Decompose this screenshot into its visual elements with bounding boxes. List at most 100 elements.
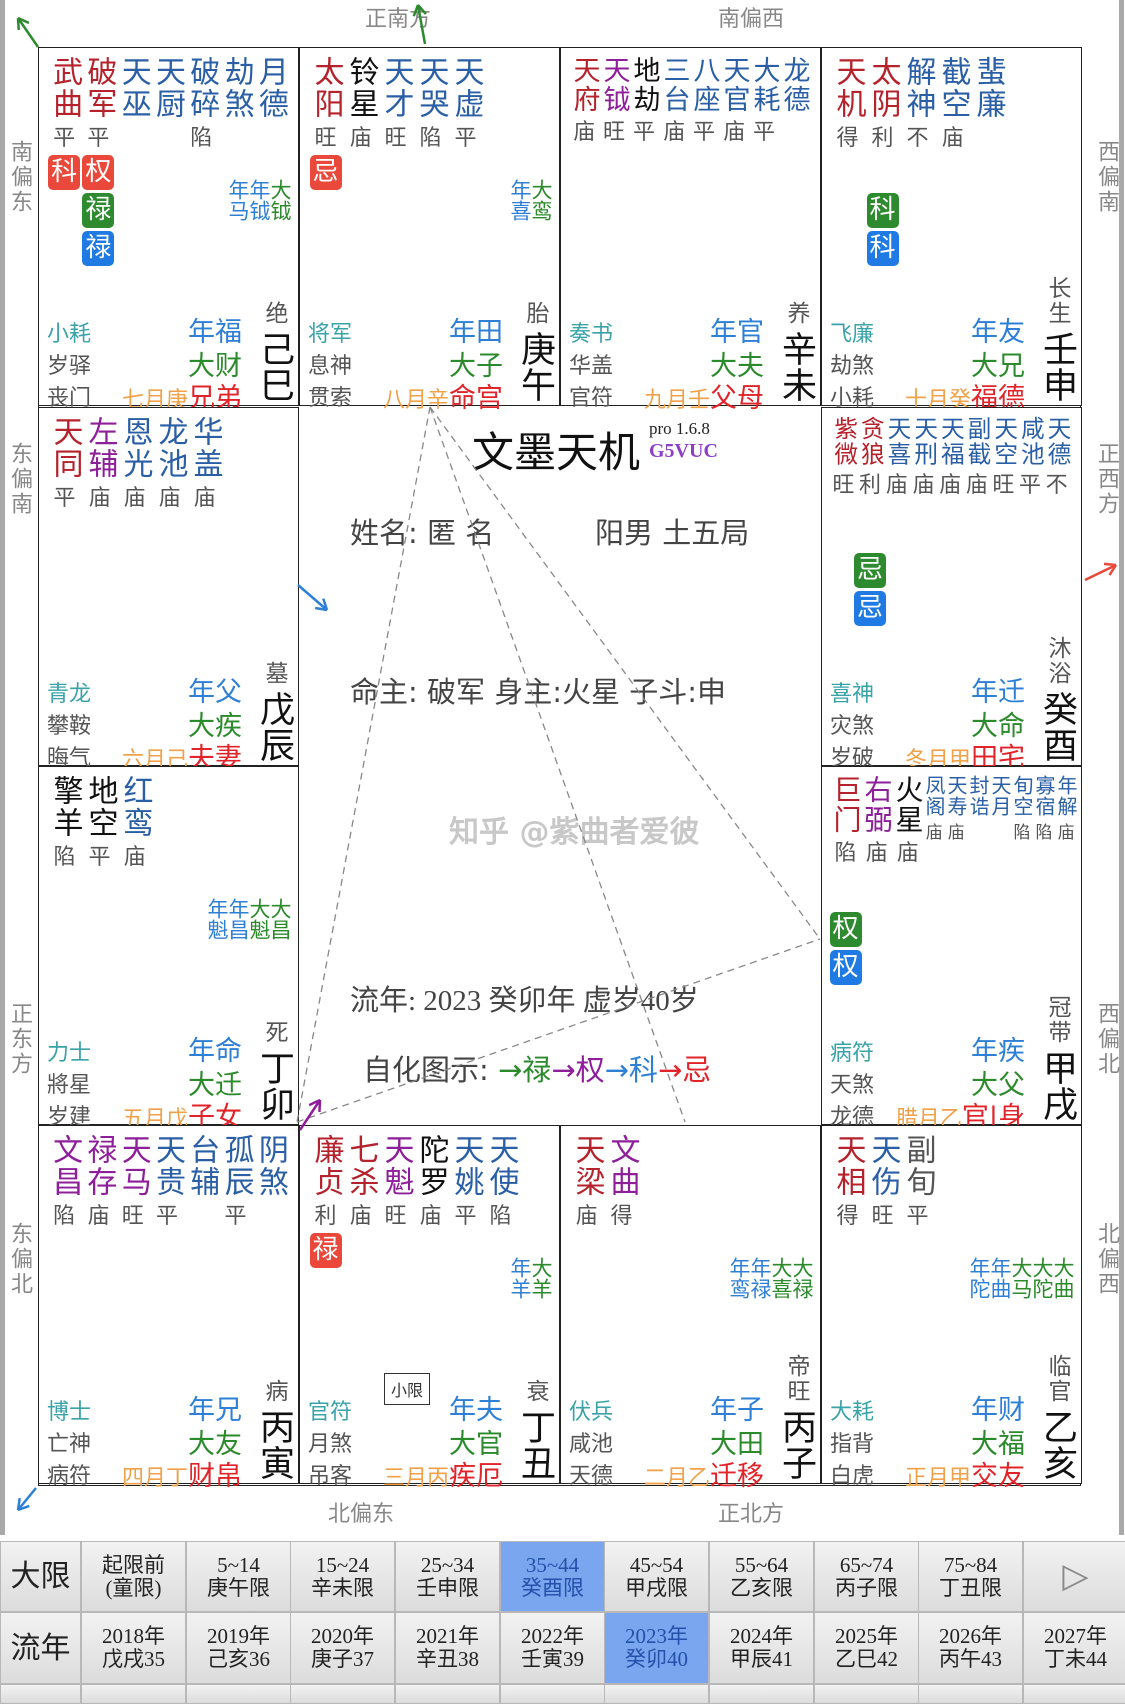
daxian-cell[interactable]: 起限前(童限) (81, 1541, 186, 1612)
star[interactable]: 天伤旺 (865, 1134, 901, 1230)
star[interactable]: 天德不 (1043, 416, 1071, 499)
liunian-cell[interactable]: 2020年庚子37 (290, 1612, 395, 1684)
star[interactable]: 天月 (988, 775, 1012, 843)
star[interactable]: 太阳旺 (308, 56, 344, 152)
next-row-cell[interactable] (0, 1684, 81, 1704)
palace-cell[interactable]: 天府庙天钺旺地劫平三台庙八座平天官庙大耗平龙德 奏书华盖官符年官大夫九月壬父母养… (560, 47, 821, 414)
next-row-cell[interactable] (604, 1684, 709, 1704)
palace-cell[interactable]: 天梁庙文曲得年鸾年禄大喜大禄伏兵咸池天德年子大田二月乙迁移帝旺丙子 (560, 1125, 821, 1492)
liunian-cell[interactable]: 2018年戊戌35 (81, 1612, 186, 1684)
star[interactable]: 华盖庙 (187, 416, 223, 512)
star[interactable]: 月德 (253, 56, 288, 152)
star[interactable]: 天虚平 (448, 56, 484, 152)
star[interactable]: 咸池平 (1017, 416, 1045, 499)
star[interactable]: 天魁旺 (378, 1134, 414, 1230)
star[interactable]: 禄存庙 (81, 1134, 116, 1230)
star[interactable]: 天刑庙 (910, 416, 938, 499)
next-row-cell[interactable] (709, 1684, 814, 1704)
star[interactable]: 旬空陷 (1010, 775, 1034, 843)
star[interactable]: 武曲平 (47, 56, 82, 152)
liunian-cell[interactable]: 2025年乙巳42 (814, 1612, 919, 1684)
next-row-cell[interactable] (918, 1684, 1023, 1704)
star[interactable]: 天寿庙 (944, 775, 968, 843)
next-row-cell[interactable] (814, 1684, 919, 1704)
liunian-cell[interactable]: 2019年己亥36 (186, 1612, 291, 1684)
next-row-cell[interactable] (290, 1684, 395, 1704)
star[interactable]: 台辅 (184, 1134, 219, 1230)
star[interactable]: 孤辰平 (218, 1134, 254, 1230)
palace-cell[interactable]: 文昌陷禄存庙天马旺天贵平台辅 孤辰平阴煞 博士亡神病符年兄大友四月丁财帛病丙寅 (38, 1125, 299, 1492)
star[interactable]: 天机得 (830, 56, 866, 152)
star[interactable]: 截空庙 (935, 56, 971, 152)
palace-cell[interactable]: 天相得天伤旺副旬平年陀年曲大马大陀大曲大耗指背白虎年财大福正月甲交友临官乙亥 (821, 1125, 1082, 1492)
star[interactable]: 年解庙 (1054, 775, 1078, 843)
liunian-cell[interactable]: 2027年丁未44 (1023, 1612, 1125, 1684)
star[interactable]: 贪狼利 (857, 416, 885, 499)
star[interactable]: 解神不 (900, 56, 936, 152)
star[interactable]: 蜚廉 (970, 56, 1006, 152)
star[interactable]: 天空旺 (990, 416, 1018, 499)
star[interactable]: 火星庙 (892, 775, 925, 867)
star[interactable]: 破碎陷 (184, 56, 219, 152)
star[interactable]: 封诰 (966, 775, 990, 843)
next-row-cell[interactable] (395, 1684, 500, 1704)
next-row-cell[interactable] (186, 1684, 291, 1704)
star[interactable]: 紫微旺 (830, 416, 858, 499)
palace-cell[interactable]: 天机得太阴利科科解神不截空庙蜚廉 飞廉劫煞小耗年友大兄十月癸福德长生壬申 (821, 47, 1082, 414)
star[interactable]: 天使陷 (483, 1134, 519, 1230)
star[interactable]: 天贵平 (150, 1134, 185, 1230)
star[interactable]: 文曲得 (604, 1134, 640, 1230)
star[interactable]: 天钺旺 (599, 56, 630, 146)
star[interactable]: 破军平 (81, 56, 116, 152)
star[interactable]: 天相得 (830, 1134, 866, 1230)
palace-cell[interactable]: 廉贞利禄七杀庙天魁旺陀罗庙天姚平天使陷年羊大羊小限官符月煞吊客年夫大官三月丙疾厄… (299, 1125, 560, 1492)
star[interactable]: 凤阁庙 (922, 775, 946, 843)
star[interactable]: 天厨 (150, 56, 185, 152)
star[interactable]: 左辅庙 (82, 416, 118, 512)
star[interactable]: 八座平 (689, 56, 720, 146)
palace-cell[interactable]: 紫微旺贪狼利忌忌天喜庙天刑庙天福庙副截庙天空旺咸池平天德不喜神灾煞岁破年迁大命冬… (821, 407, 1082, 774)
star[interactable]: 地空平 (82, 775, 118, 871)
star[interactable]: 大耗平 (749, 56, 780, 146)
star[interactable]: 恩光庙 (117, 416, 153, 512)
star[interactable]: 天官庙 (719, 56, 750, 146)
liunian-cell[interactable]: 2023年癸卯40 (604, 1612, 709, 1684)
star[interactable]: 天梁庙 (569, 1134, 605, 1230)
star[interactable]: 副截庙 (963, 416, 991, 499)
next-row-cell[interactable] (1023, 1684, 1125, 1704)
star[interactable]: 红鸾庙 (117, 775, 153, 871)
star[interactable]: 天喜庙 (883, 416, 911, 499)
star[interactable]: 天才旺 (378, 56, 414, 152)
star[interactable]: 副旬平 (900, 1134, 936, 1230)
star[interactable]: 右弼庙 (861, 775, 894, 867)
star[interactable]: 地劫平 (629, 56, 660, 146)
star[interactable]: 寡宿陷 (1032, 775, 1056, 843)
star[interactable]: 天府庙 (569, 56, 600, 146)
star[interactable]: 太阴利 (865, 56, 901, 152)
star[interactable]: 天巫 (116, 56, 151, 152)
star[interactable]: 陀罗庙 (413, 1134, 449, 1230)
daxian-next-button[interactable]: ▷ (1023, 1541, 1125, 1612)
star[interactable]: 龙池庙 (152, 416, 188, 512)
star[interactable]: 天姚平 (448, 1134, 484, 1230)
star[interactable]: 天哭陷 (413, 56, 449, 152)
next-row-cell[interactable] (500, 1684, 605, 1704)
palace-cell[interactable]: 擎羊陷地空平红鸾庙年魁年昌大魁大昌力士將星岁建年命大迁五月戊子女死丁卯 (38, 766, 299, 1133)
star[interactable]: 廉贞利 (308, 1134, 344, 1230)
liunian-cell[interactable]: 2021年辛丑38 (395, 1612, 500, 1684)
star[interactable]: 天同平 (47, 416, 83, 512)
star[interactable]: 三台庙 (659, 56, 690, 146)
star[interactable]: 巨门陷 (830, 775, 863, 867)
star[interactable]: 劫煞 (218, 56, 254, 152)
liunian-cell[interactable]: 2026年丙午43 (918, 1612, 1023, 1684)
star[interactable]: 龙德 (779, 56, 810, 146)
star[interactable]: 七杀庙 (343, 1134, 379, 1230)
